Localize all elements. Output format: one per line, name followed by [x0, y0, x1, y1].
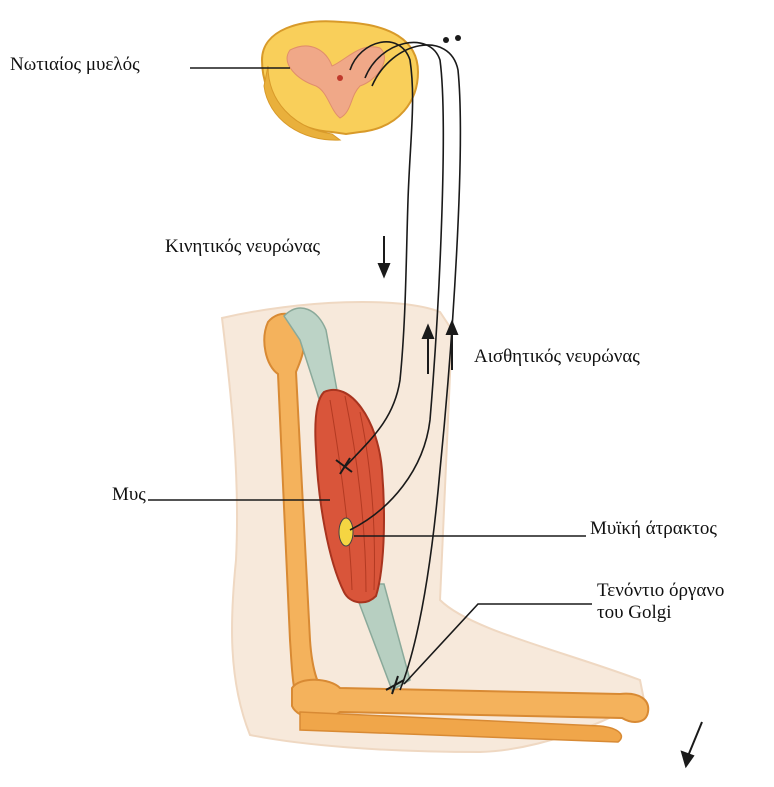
- muscle-spindle-label: Μυϊκή άτρακτος: [590, 518, 717, 540]
- golgi-tendon-organ-label: Τενόντιο όργανο του Golgi: [597, 580, 724, 624]
- spinal-cord: [262, 21, 418, 140]
- sensory-neuron-label: Αισθητικός νευρώνας: [474, 346, 640, 368]
- golgi-label-line1: Τενόντιο όργανο: [597, 580, 724, 602]
- golgi-label-line2: του Golgi: [597, 602, 724, 624]
- spinal-cord-label: Νωτιαίος μυελός: [10, 54, 140, 76]
- motor-neuron-label: Κινητικός νευρώνας: [165, 236, 320, 258]
- ganglion-dots: [443, 35, 461, 43]
- muscle-label: Μυς: [112, 484, 146, 506]
- movement-arrow: [688, 722, 702, 756]
- muscle-spindle: [339, 518, 353, 546]
